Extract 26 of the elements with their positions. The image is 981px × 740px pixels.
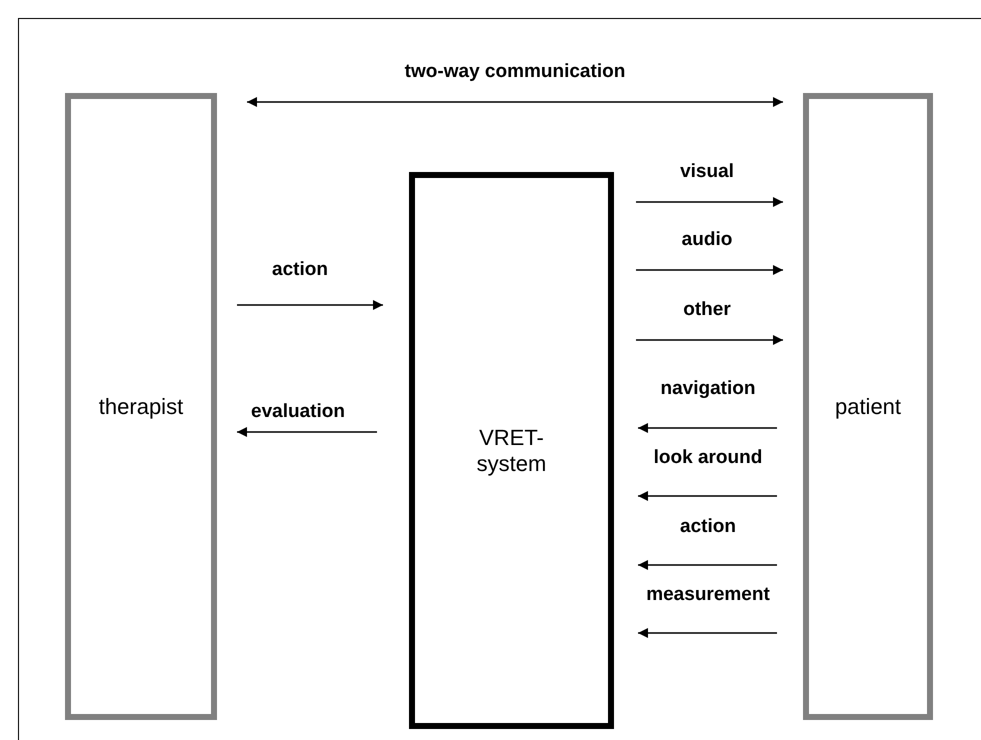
node-label: patient <box>834 394 902 420</box>
arrow <box>638 491 777 501</box>
edge-label: audio <box>682 228 732 252</box>
arrow <box>247 97 783 107</box>
node-label: VRET- system <box>476 424 548 476</box>
edge-label: look around <box>654 446 762 470</box>
edge-label: evaluation <box>251 400 345 424</box>
arrow <box>636 335 783 345</box>
process-box <box>65 93 217 720</box>
process-box <box>803 93 933 720</box>
arrow <box>636 265 783 275</box>
process-box <box>409 172 614 729</box>
edge-label: two-way communication <box>404 60 626 84</box>
arrow <box>638 560 777 570</box>
arrow <box>638 423 777 433</box>
arrow <box>237 300 383 310</box>
arrow <box>636 197 783 207</box>
edge-label: action <box>680 515 736 539</box>
node-label: therapist <box>98 394 184 420</box>
edge-label: measurement <box>646 583 770 607</box>
edge-label: other <box>683 298 731 322</box>
arrow <box>237 427 377 437</box>
edge-label: visual <box>680 160 734 184</box>
edge-label: navigation <box>660 377 756 401</box>
arrow <box>638 628 777 638</box>
edge-label: action <box>272 258 328 282</box>
